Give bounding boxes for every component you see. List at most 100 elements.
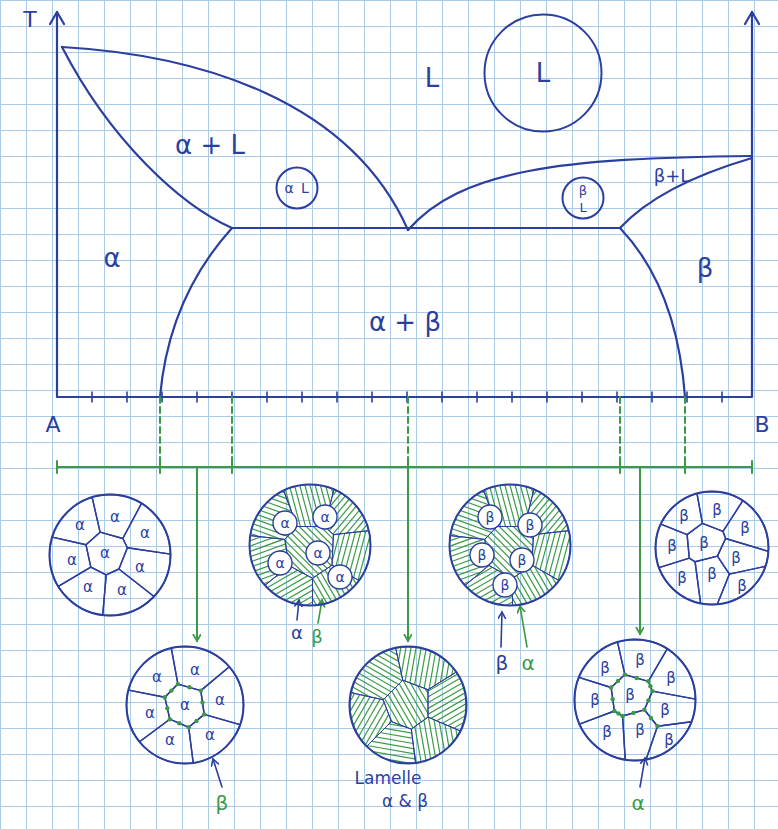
- grain-letter: α: [100, 546, 110, 561]
- lamella-line: [391, 649, 411, 763]
- phase-label: β: [216, 793, 229, 813]
- lamella-line: [382, 653, 440, 753]
- grain-letter: α: [83, 580, 93, 595]
- precipitate-dot: [612, 709, 616, 713]
- grain-letter: α: [335, 570, 344, 584]
- guide-arrow: [639, 467, 641, 634]
- lamella-line: [429, 464, 507, 557]
- lamella-line: [351, 697, 465, 717]
- lamella-line: [430, 642, 450, 756]
- primary-grain: [268, 551, 292, 575]
- lamella-line: [302, 525, 380, 618]
- lamella-line: [354, 677, 468, 697]
- grain-letter: α: [313, 546, 322, 560]
- guide-drop: [160, 397, 685, 467]
- primary-grain: [493, 573, 517, 597]
- phase-letter: L: [536, 60, 551, 86]
- grain-boundary: [140, 719, 194, 763]
- lamella-line: [260, 505, 374, 546]
- primary-grain: [328, 565, 352, 589]
- lamella-line: [416, 645, 436, 759]
- lamella-line: [470, 537, 575, 598]
- precipitate-dot: [646, 698, 650, 702]
- lamella-line: [401, 647, 421, 761]
- precipitate-dot: [620, 714, 624, 718]
- precipitate-dot: [187, 685, 191, 689]
- lamellae: [329, 627, 487, 785]
- lamella-line: [349, 707, 463, 727]
- lamella-line: [334, 629, 392, 729]
- precipitate-dot: [163, 695, 167, 699]
- grain-letter: β: [737, 579, 747, 594]
- lamella-line: [453, 516, 539, 602]
- lamellae: [226, 460, 396, 630]
- lamella-line: [443, 497, 557, 538]
- precipitate-dot: [634, 676, 638, 680]
- grain-boundary: [127, 690, 170, 742]
- grain-boundary: [723, 501, 769, 552]
- lamella-line: [437, 471, 468, 588]
- leader-lines: [213, 600, 645, 787]
- grain-letter: α: [145, 706, 155, 721]
- circle-outline: [575, 640, 696, 761]
- node-drawing: [50, 495, 171, 616]
- lamella-line: [482, 488, 568, 574]
- lamella-line: [349, 661, 449, 719]
- circle-outline: [563, 178, 604, 219]
- note-label: Lamelle: [355, 770, 422, 787]
- grain-letter: β: [667, 539, 677, 554]
- grain-boundary: [644, 691, 695, 726]
- lamella-line: [229, 541, 315, 627]
- grain-boundary: [396, 647, 456, 690]
- lamella-line: [371, 653, 391, 767]
- grain-letter: β: [635, 653, 645, 668]
- grain-boundary: [367, 722, 416, 763]
- lamella-line: [496, 474, 582, 559]
- grain-letter: β: [602, 725, 612, 740]
- phase-circle: αL: [275, 166, 319, 210]
- lamella-line: [364, 646, 422, 746]
- grain-letter: β: [478, 548, 487, 562]
- grain-letter: α: [190, 663, 200, 678]
- lamella-line: [254, 507, 315, 612]
- note-label: α & β: [382, 793, 428, 810]
- axis-arrow: [745, 12, 759, 24]
- lamella-line: [519, 480, 550, 597]
- lamella-line: [465, 528, 570, 589]
- lamella-line: [502, 525, 580, 618]
- lamella-line: [437, 517, 498, 622]
- lamella-line: [232, 537, 318, 623]
- lamellae: [342, 638, 475, 772]
- lamella-line: [350, 702, 464, 722]
- node-drawing: [575, 640, 696, 761]
- lamella-line: [242, 473, 273, 590]
- grain-letter: α: [140, 526, 150, 541]
- lamella-line: [346, 722, 460, 742]
- node-outline: [448, 483, 572, 607]
- lamella-line: [334, 681, 392, 781]
- lamella-line: [237, 471, 268, 588]
- node-drawing: [563, 178, 604, 219]
- lamella-line: [458, 515, 563, 576]
- lamella-line: [262, 500, 376, 541]
- lamella-line: [369, 649, 427, 749]
- primary-grain: [470, 543, 494, 567]
- precipitate-dot: [177, 721, 181, 725]
- axis-label: B: [754, 414, 769, 436]
- lamella-line: [283, 559, 388, 620]
- lamella-line: [330, 626, 388, 726]
- solvus-line: [160, 228, 232, 397]
- leader-arrow: [297, 600, 299, 620]
- lamella-line: [511, 475, 572, 580]
- lamella-line: [373, 658, 431, 758]
- grain-letter: β: [518, 553, 527, 567]
- microstructure-circle: αααααααα: [48, 493, 172, 617]
- precipitate-dot: [646, 679, 650, 683]
- lamella-line: [276, 482, 307, 599]
- guide-line: [57, 466, 752, 468]
- lamellae: [433, 468, 588, 622]
- lamella-line: [457, 513, 543, 599]
- lamella-line: [438, 481, 543, 542]
- precipitate-dot: [202, 712, 206, 716]
- circle-outline: [50, 495, 171, 616]
